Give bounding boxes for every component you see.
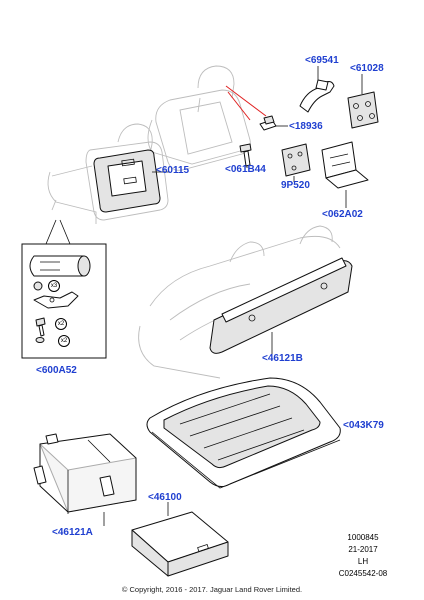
support-bracket [321,141,369,189]
plate-part [281,143,311,177]
hook-part [299,79,335,113]
copyright-notice: © Copyright, 2016 - 2017. Jaguar Land Ro… [121,585,303,594]
tool-case [131,511,229,577]
reference-side: LH [357,557,369,566]
callout-69541[interactable]: <69541 [305,55,339,66]
upper-seat-ghost [147,65,251,171]
floor-tray [146,377,341,489]
callout-062A02[interactable]: <062A02 [322,209,363,220]
callout-60115[interactable]: <60115 [156,165,190,176]
quantity-badge: x2 [58,335,70,347]
callout-600A52[interactable]: <600A52 [36,365,77,376]
leader-line [225,85,267,117]
callout-18936[interactable]: <18936 [289,121,323,132]
screw-part [239,143,252,167]
quantity-badge: x2 [55,318,67,330]
callout-46100[interactable]: <46100 [148,492,182,503]
callout-61028[interactable]: <61028 [350,63,384,74]
leader-line [227,91,251,121]
callout-46121B[interactable]: <46121B [262,353,303,364]
callout-061B44[interactable]: <061B44 [225,164,266,175]
callout-043K79[interactable]: <043K79 [343,420,384,431]
clip-part [259,115,277,131]
callout-9P520[interactable]: 9P520 [281,180,310,191]
reference-number: 1000845 [347,533,379,542]
storage-box [33,433,137,514]
front-seat-ghost [47,123,169,224]
reference-date: 21-2017 [348,545,378,554]
quantity-badge: x3 [48,280,60,292]
callout-46121A[interactable]: <46121A [52,527,93,538]
mounting-bracket [347,91,379,129]
load-space-cover [209,257,353,354]
seat-back-panel [93,149,161,213]
reference-code: C0245542-08 [338,569,388,578]
